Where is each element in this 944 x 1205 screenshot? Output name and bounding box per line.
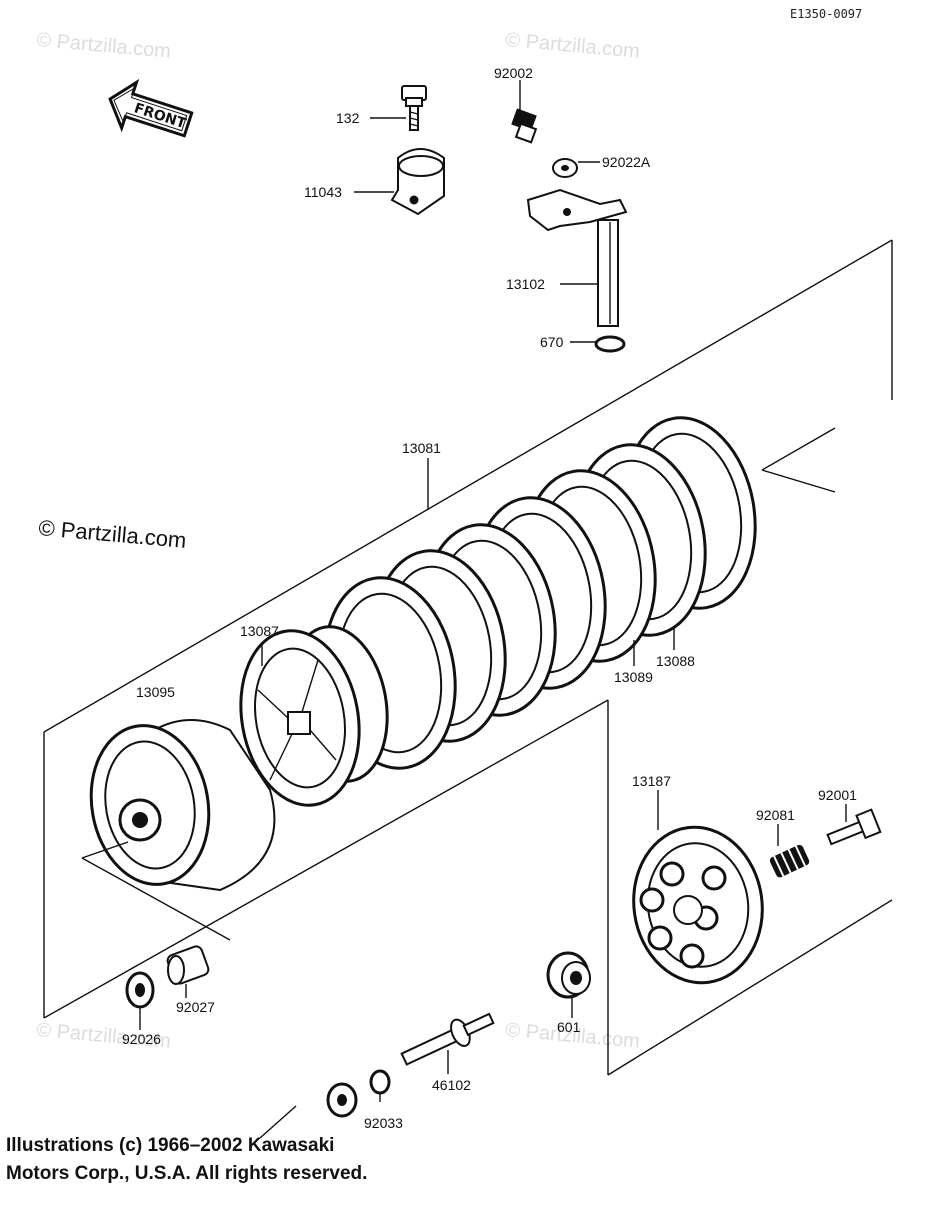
copyright-line-2: Motors Corp., U.S.A. All rights reserved… <box>6 1163 368 1184</box>
front-arrow-icon: FRONT <box>108 78 194 138</box>
watermark-top-right: © Partzilla.com <box>505 29 641 63</box>
part-labels: 132 11043 92002 92022A 13102 670 13081 1… <box>122 65 857 1131</box>
label-13087: 13087 <box>240 623 279 639</box>
circlip-92033 <box>369 1069 391 1095</box>
pressure-plate-13187 <box>632 825 764 985</box>
copyright-line-1: Illustrations (c) 1966–2002 Kawasaki <box>6 1135 335 1156</box>
copyright-notice: Illustrations (c) 1966–2002 Kawasaki Mot… <box>6 1132 367 1188</box>
watermark-center: © Partzilla.com <box>38 515 188 553</box>
label-92001: 92001 <box>818 787 857 803</box>
washer-bottom <box>326 1082 358 1118</box>
label-13081: 13081 <box>402 440 441 456</box>
label-92033: 92033 <box>364 1115 403 1131</box>
clutch-plates <box>323 416 757 770</box>
bolt-92001 <box>826 808 882 846</box>
clutch-hub-13087 <box>239 625 389 807</box>
bearing-601 <box>546 951 591 999</box>
label-132: 132 <box>336 110 360 126</box>
label-601: 601 <box>557 1019 581 1035</box>
o-ring-670 <box>594 335 626 353</box>
clamp-11043 <box>390 148 445 216</box>
label-92081: 92081 <box>756 807 795 823</box>
label-11043: 11043 <box>304 184 342 200</box>
release-lever-13102 <box>526 188 628 327</box>
label-92026: 92026 <box>122 1031 161 1047</box>
label-13095: 13095 <box>136 684 175 700</box>
label-13089: 13089 <box>614 669 653 685</box>
spring-92081 <box>769 844 810 878</box>
collar-92027 <box>166 945 210 985</box>
washer-92026 <box>125 971 155 1009</box>
label-92002: 92002 <box>494 65 533 81</box>
label-92027: 92027 <box>176 999 215 1015</box>
leaders <box>139 80 847 1102</box>
bolt-92002 <box>511 108 538 144</box>
diagram-code: E1350-0097 <box>790 7 862 21</box>
label-92022A: 92022A <box>602 154 651 170</box>
assembly-frame <box>43 239 893 1076</box>
label-13088: 13088 <box>656 653 695 669</box>
watermark-top-left: © Partzilla.com <box>36 29 172 63</box>
label-670: 670 <box>540 334 564 350</box>
label-13102: 13102 <box>506 276 545 292</box>
label-13187: 13187 <box>632 773 671 789</box>
bolt-132 <box>401 85 427 131</box>
push-rod-46102 <box>400 1012 495 1066</box>
label-46102: 46102 <box>432 1077 471 1093</box>
washer-92022A <box>552 158 578 178</box>
